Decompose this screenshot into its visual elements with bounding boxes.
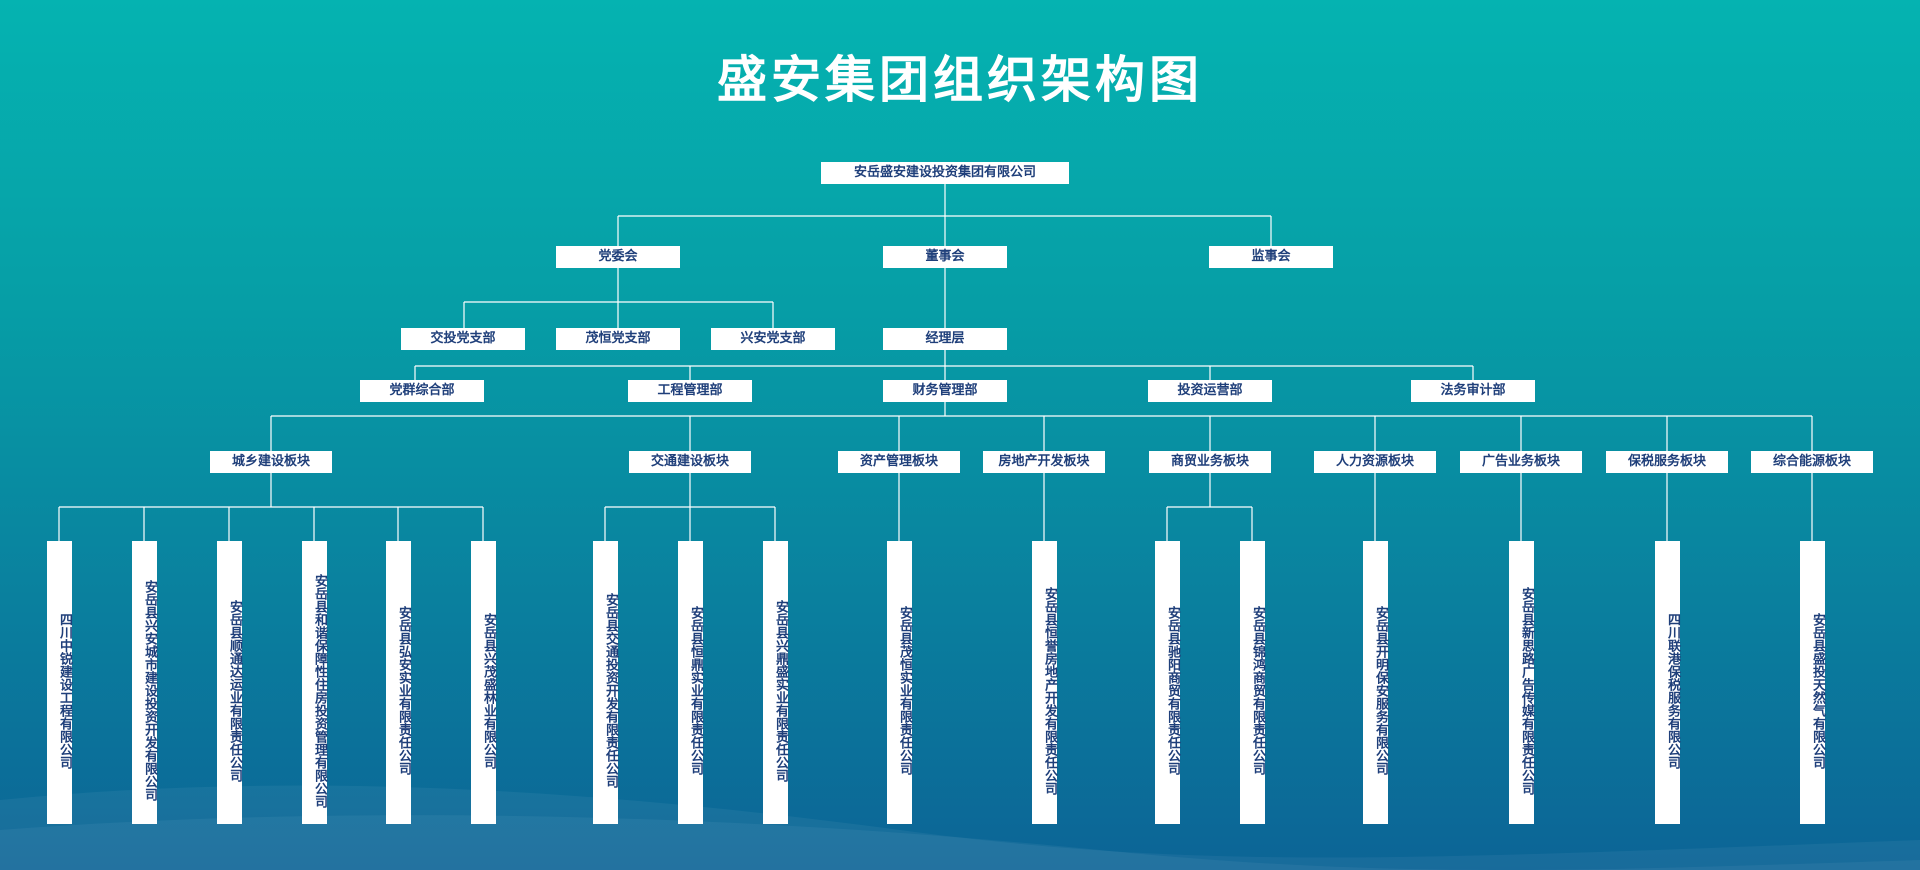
subsidiary-box: 四川中锐建设工程有限公司 [47, 541, 72, 824]
subsidiary-box: 安岳县开明保安服务有限公司 [1363, 541, 1388, 824]
subsidiary-box: 四川联港保税服务有限公司 [1655, 541, 1680, 824]
sector-box: 房地产开发板块 [983, 451, 1105, 473]
sector-box: 城乡建设板块 [210, 451, 332, 473]
sector-box: 人力资源板块 [1314, 451, 1436, 473]
subsidiary-box: 安岳县锦鸿商贸有限责任公司 [1240, 541, 1265, 824]
sector-box: 交通建设板块 [629, 451, 751, 473]
party-branch-box: 茂恒党支部 [556, 328, 680, 350]
sector-box: 综合能源板块 [1751, 451, 1873, 473]
root-company-box: 安岳盛安建设投资集团有限公司 [821, 162, 1069, 184]
management-box: 经理层 [883, 328, 1007, 350]
subsidiary-box: 安岳县兴安城市建设投资开发有限公司 [132, 541, 157, 824]
subsidiary-box: 安岳县兴鼎盛实业有限责任公司 [763, 541, 788, 824]
subsidiary-box: 安岳县交通投资开发有限责任公司 [593, 541, 618, 824]
sector-box: 广告业务板块 [1460, 451, 1582, 473]
subsidiary-box: 安岳县顺通达运业有限责任公司 [217, 541, 242, 824]
subsidiary-box: 安岳县驰阳商贸有限责任公司 [1155, 541, 1180, 824]
board-box: 董事会 [883, 246, 1007, 268]
sector-box: 商贸业务板块 [1149, 451, 1271, 473]
subsidiary-box: 安岳县茂恒实业有限责任公司 [887, 541, 912, 824]
department-box: 投资运营部 [1148, 380, 1272, 402]
subsidiary-box: 安岳县恒誉房地产开发有限责任公司 [1032, 541, 1057, 824]
subsidiary-box: 安岳县恒鼎实业有限责任公司 [678, 541, 703, 824]
subsidiary-box: 安岳县新思路广告传媒有限责任公司 [1509, 541, 1534, 824]
department-box: 法务审计部 [1411, 380, 1535, 402]
subsidiary-box: 安岳县弘安实业有限责任公司 [386, 541, 411, 824]
subsidiary-box: 安岳县和谐保障性住房投资管理有限公司 [302, 541, 327, 824]
party-committee-box: 党委会 [556, 246, 680, 268]
subsidiary-box: 安岳县盛投天然气有限公司 [1800, 541, 1825, 824]
supervisory-board-box: 监事会 [1209, 246, 1333, 268]
department-box: 工程管理部 [628, 380, 752, 402]
sector-box: 资产管理板块 [838, 451, 960, 473]
department-box: 财务管理部 [883, 380, 1007, 402]
department-box: 党群综合部 [360, 380, 484, 402]
sector-box: 保税服务板块 [1606, 451, 1728, 473]
subsidiary-box: 安岳县兴茂盛林业有限公司 [471, 541, 496, 824]
party-branch-box: 兴安党支部 [711, 328, 835, 350]
chart-title: 盛安集团组织架构图 [717, 51, 1203, 109]
party-branch-box: 交投党支部 [401, 328, 525, 350]
